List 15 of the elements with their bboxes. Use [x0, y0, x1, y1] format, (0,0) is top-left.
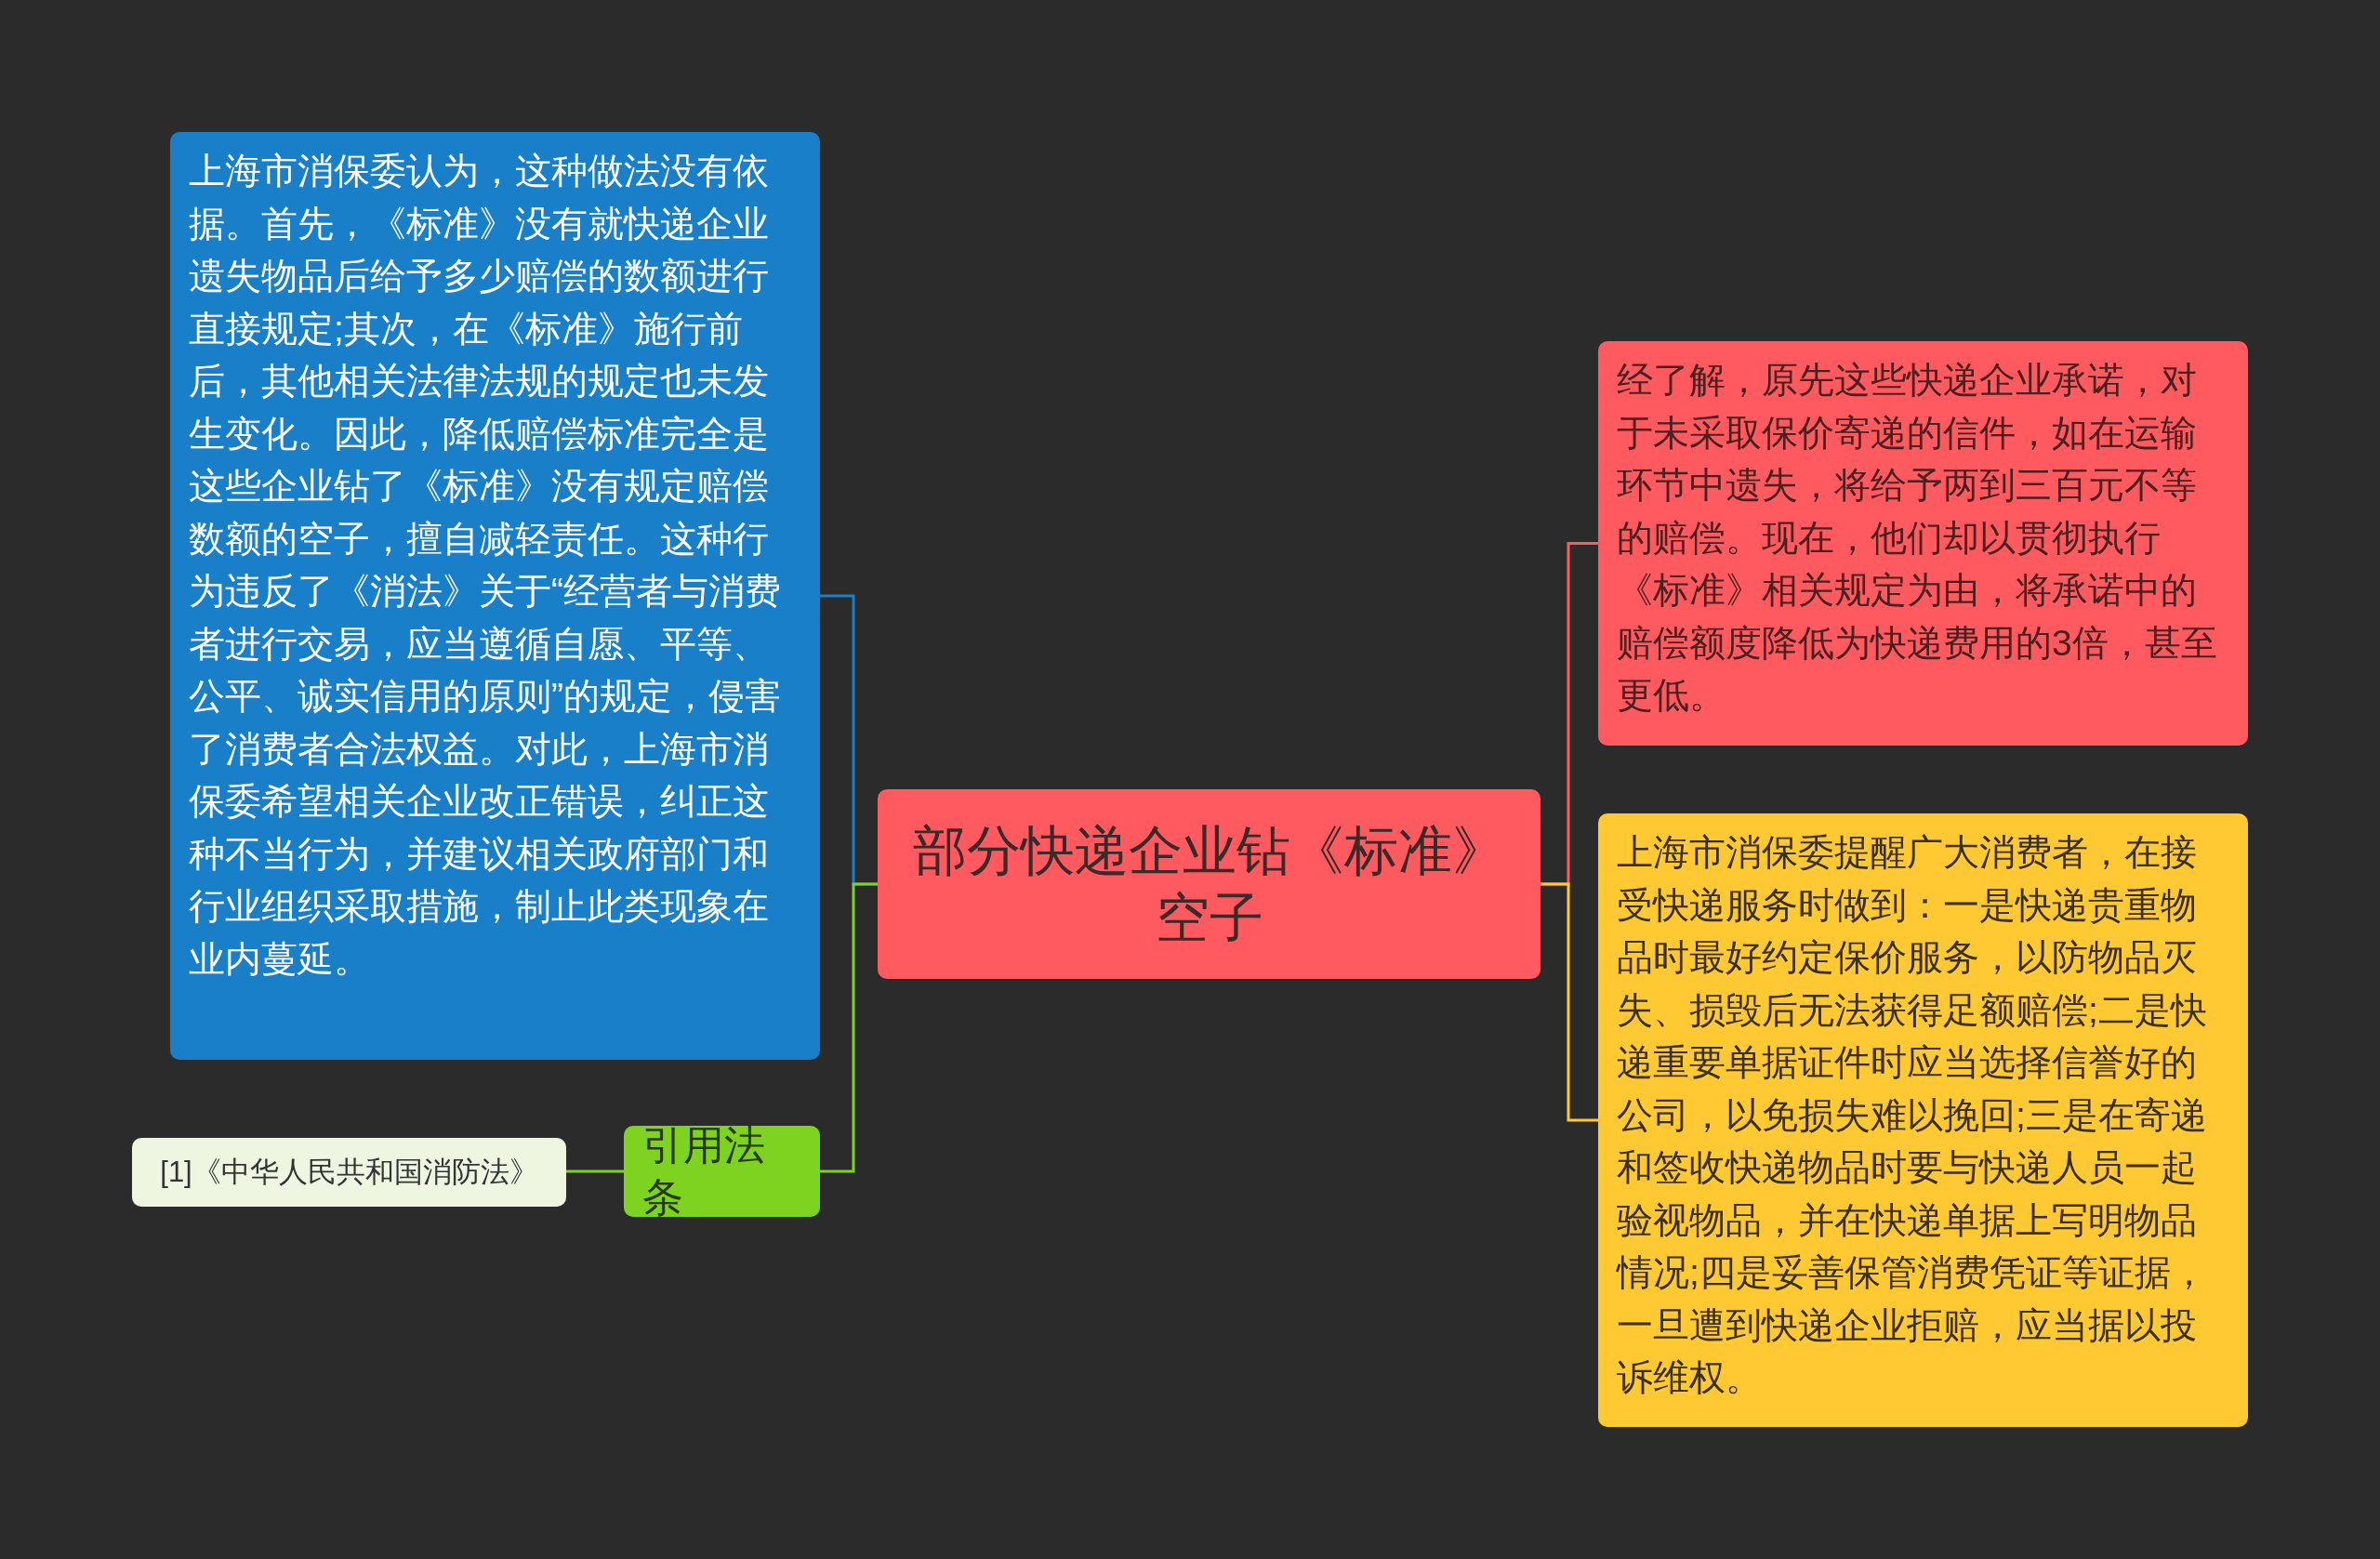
node-text: 经了解，原先这些快递企业承诺，对于未采取保价寄递的信件，如在运输环节中遗失，将给予两到三百元不等的赔偿。现在，他们却以贯彻执行《标准》相关规定为由，将承诺中的赔偿额度降低为快递费用的3倍，甚至更低。 — [1617, 359, 2218, 717]
connector-line — [1540, 882, 1598, 1122]
connector-line — [566, 1169, 624, 1173]
central-topic — [878, 789, 1540, 979]
node-text: 上海市消保委提醒广大消费者，在接受快递服务时做到：一是快递贵重物品时最好约定保价服务，以防物品灭失、损毁后无法获得足额赔偿;二是快递重要单据证件时应当选择信誉好的公司，以免损失难以挽回;三是在寄递和签收快递物品时要与快递人员一起验视物品，并在快递单据上写明物品情况;四是妥善保管消费凭证等证据，一旦遭到快递企业拒赔，应当据以投诉维权。 — [1617, 831, 2208, 1399]
reference-box — [132, 1138, 566, 1207]
topic-box — [624, 1126, 820, 1217]
topic-box — [1598, 813, 2248, 1427]
node-text: 部分快递企业钻《标准》空子 — [911, 819, 1507, 949]
node-text: 上海市消保委认为，这种做法没有依据。首先，《标准》没有就快递企业遗失物品后给予多少赔偿的数额进行直接规定;其次，在《标准》施行前后，其他相关法律法规的规定也未发生变化。因此，降低赔偿标准完全是这些企业钻了《标准》没有规定赔偿数额的空子，擅自减轻责任。这种行为违反了《消法》关于“经营者与消费者进行交易，应当遵循自愿、平等、公平、诚实信用的原则”的规定，侵害了消费者合法权益。对此，上海市消保委希望相关企业改正错误，纠正这种不当行为，并建议相关政府部门和行业组织采取措施，制止此类现象在业内蔓延。 — [189, 150, 782, 981]
connector-line — [820, 882, 878, 1173]
node-text: 引用法条 — [642, 1121, 766, 1222]
topic-box — [1598, 341, 2248, 746]
node-text: [1]《中华人民共和国消防法》 — [160, 1155, 538, 1190]
topic-box — [170, 132, 820, 1060]
